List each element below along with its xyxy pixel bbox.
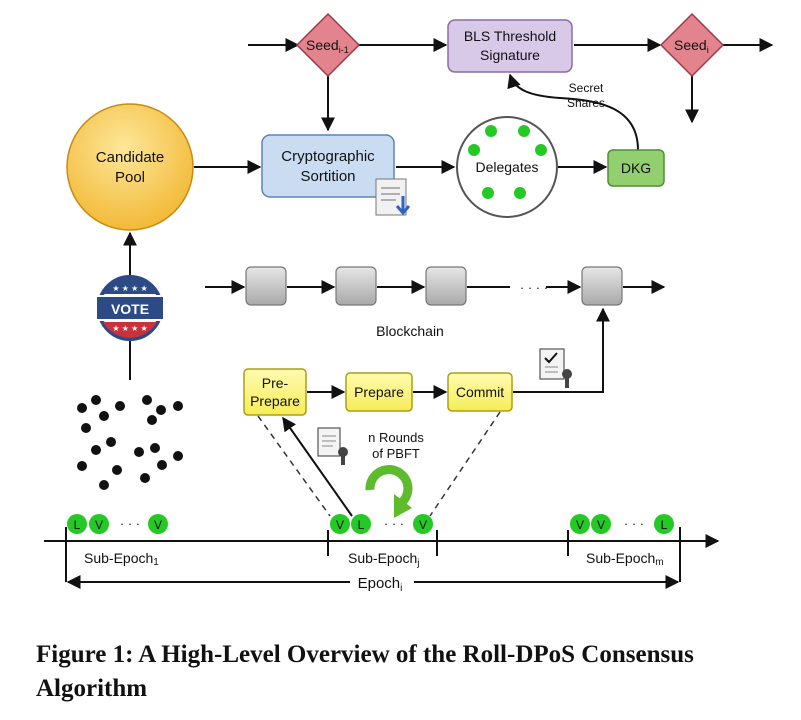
pbft-document-icon bbox=[317, 427, 348, 465]
subepochm-nodes: V V · · · L bbox=[570, 514, 674, 534]
node-label: V bbox=[576, 518, 584, 532]
bls-threshold-signature-box: BLS Threshold Signature bbox=[447, 19, 573, 73]
document-download-icon bbox=[375, 178, 411, 216]
prepare-label: Prepare bbox=[354, 384, 404, 400]
secret-shares-line2: Shares bbox=[567, 96, 605, 110]
node-ellipsis: · · · bbox=[384, 516, 404, 531]
block bbox=[581, 266, 623, 306]
pre-prepare-line2: Prepare bbox=[250, 393, 300, 409]
candidate-pool-line1: Candidate bbox=[96, 149, 164, 166]
node-label: V bbox=[336, 518, 344, 532]
node-label: L bbox=[74, 518, 81, 532]
dkg-box: DKG bbox=[607, 149, 665, 187]
seed-next-label: Seedi bbox=[674, 37, 709, 55]
subepoch1-nodes: L V · · · V bbox=[67, 514, 168, 534]
commit-box: Commit bbox=[447, 372, 513, 412]
delegates-circle: Delegates bbox=[456, 116, 558, 218]
seed-prev-label: Seedi-1 bbox=[306, 37, 349, 55]
candidate-pool-circle: Candidate Pool bbox=[66, 103, 194, 231]
secret-shares-line1: Secret bbox=[569, 81, 604, 95]
sub-epoch-j-label: Sub-Epochj bbox=[348, 550, 420, 569]
block bbox=[245, 266, 287, 306]
secret-shares-arrow bbox=[507, 73, 639, 151]
blockchain: · · · · Blockchain bbox=[205, 266, 666, 339]
node-label: V bbox=[154, 518, 162, 532]
signed-document-icon bbox=[539, 348, 572, 388]
svg-text:★ ★ ★ ★: ★ ★ ★ ★ bbox=[112, 324, 147, 333]
sortition-line2: Sortition bbox=[300, 168, 355, 185]
block bbox=[335, 266, 377, 306]
seed-chain bbox=[248, 38, 774, 132]
pre-prepare-line1: Pre- bbox=[262, 375, 289, 391]
node-label: V bbox=[597, 518, 605, 532]
subepochj-nodes: V L · · · V bbox=[330, 514, 433, 534]
epoch-label: Epochi bbox=[358, 575, 403, 594]
vote-badge-icon: VOTE ★ ★ ★ ★ ★ ★ ★ ★ bbox=[95, 275, 165, 341]
n-rounds-line2: of PBFT bbox=[372, 446, 420, 461]
seed-next-diamond: Seedi bbox=[659, 12, 725, 78]
commit-to-block-arrow bbox=[513, 307, 610, 393]
blockchain-label: Blockchain bbox=[376, 323, 444, 339]
bls-label-line2: Signature bbox=[480, 47, 540, 63]
figure-caption: Figure 1: A High-Level Overview of the R… bbox=[36, 641, 694, 702]
n-rounds-line1: n Rounds bbox=[368, 430, 424, 445]
node-label: V bbox=[419, 518, 427, 532]
node-ellipsis: · · · bbox=[120, 516, 140, 531]
seed-prev-diamond: Seedi-1 bbox=[295, 12, 361, 78]
delegates-label: Delegates bbox=[475, 159, 538, 175]
sub-epoch-1-label: Sub-Epoch1 bbox=[84, 550, 159, 568]
prepare-box: Prepare bbox=[345, 372, 413, 412]
leader-to-preprepare-arrow bbox=[282, 416, 353, 517]
candidate-pool-line2: Pool bbox=[115, 169, 145, 186]
node-label: L bbox=[358, 518, 365, 532]
node-ellipsis: · · · bbox=[624, 516, 644, 531]
blockchain-ellipsis: · · · · bbox=[520, 280, 548, 295]
vote-label: VOTE bbox=[111, 301, 149, 317]
bls-label-line1: BLS Threshold bbox=[464, 28, 556, 44]
commit-label: Commit bbox=[456, 384, 504, 400]
dkg-label: DKG bbox=[621, 160, 651, 176]
svg-text:★ ★ ★ ★: ★ ★ ★ ★ bbox=[112, 284, 147, 293]
pre-prepare-box: Pre- Prepare bbox=[243, 368, 307, 416]
node-label: V bbox=[95, 518, 103, 532]
node-label: L bbox=[661, 518, 668, 532]
sub-epoch-m-label: Sub-Epochm bbox=[586, 550, 664, 568]
consensus-diagram: Seedi-1 BLS Threshold Signature Seedi Se… bbox=[44, 12, 774, 594]
cryptographic-sortition-box: Cryptographic Sortition bbox=[261, 134, 395, 198]
block bbox=[425, 266, 467, 306]
repeat-cycle-icon bbox=[365, 465, 413, 518]
sortition-line1: Cryptographic bbox=[281, 148, 375, 165]
voter-dots bbox=[77, 395, 183, 490]
